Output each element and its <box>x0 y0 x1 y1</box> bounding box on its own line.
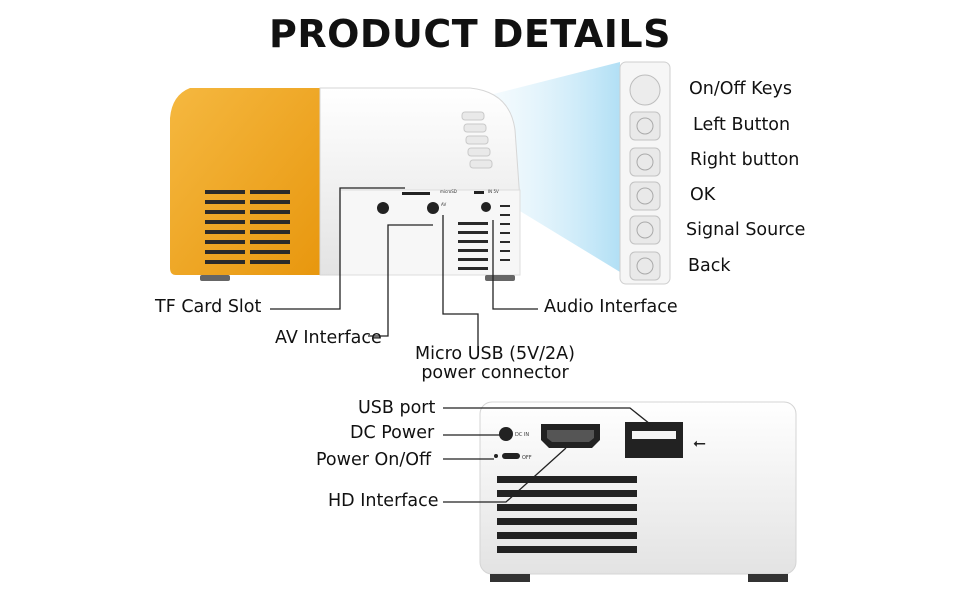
button-label-back: Back <box>688 256 731 276</box>
button-label-left: Left Button <box>693 115 791 135</box>
top-leader-lines <box>270 187 538 350</box>
dc-power-label: DC Power <box>350 423 435 443</box>
orange-vent <box>205 190 290 264</box>
hd-interface-label: HD Interface <box>328 491 439 511</box>
usb-symbol-icon: ⭠ <box>693 433 706 452</box>
dc-power-port <box>499 427 513 441</box>
micro-usb-port <box>427 202 439 214</box>
power-switch <box>502 453 520 459</box>
audio-interface-label: Audio Interface <box>544 297 678 317</box>
svg-text:OFF: OFF <box>522 455 532 461</box>
button-panel <box>619 61 671 285</box>
svg-text:IN 5V: IN 5V <box>488 189 499 194</box>
power-on-off-label: Power On/Off <box>316 450 432 470</box>
button-label-on-off: On/Off Keys <box>689 79 793 99</box>
av-interface-label: AV Interface <box>275 328 382 348</box>
orange-housing <box>170 88 320 275</box>
projector-top-view: microSD AV IN 5V <box>170 87 521 281</box>
rear-leader-lines <box>443 407 656 503</box>
projector-rear-view: DC IN OFF ⭠ <box>479 401 797 582</box>
av-port <box>377 202 389 214</box>
svg-text:AV: AV <box>441 202 446 207</box>
micro-usb-label: Micro USB (5V/2A) <box>415 344 575 364</box>
tf-card-slot <box>402 192 430 195</box>
tf-card-slot-label: TF Card Slot <box>155 297 262 317</box>
audio-port <box>481 202 491 212</box>
rear-vent <box>497 476 637 553</box>
svg-text:DC IN: DC IN <box>515 432 529 438</box>
page-title: PRODUCT DETAILS <box>269 12 671 56</box>
usb-port-label: USB port <box>358 398 436 418</box>
button-label-ok: OK <box>690 185 716 205</box>
svg-text:microSD: microSD <box>440 189 457 194</box>
button-label-right: Right button <box>690 150 800 170</box>
button-label-signal-source: Signal Source <box>686 220 806 240</box>
micro-usb-sub-label: power connector <box>421 363 569 383</box>
